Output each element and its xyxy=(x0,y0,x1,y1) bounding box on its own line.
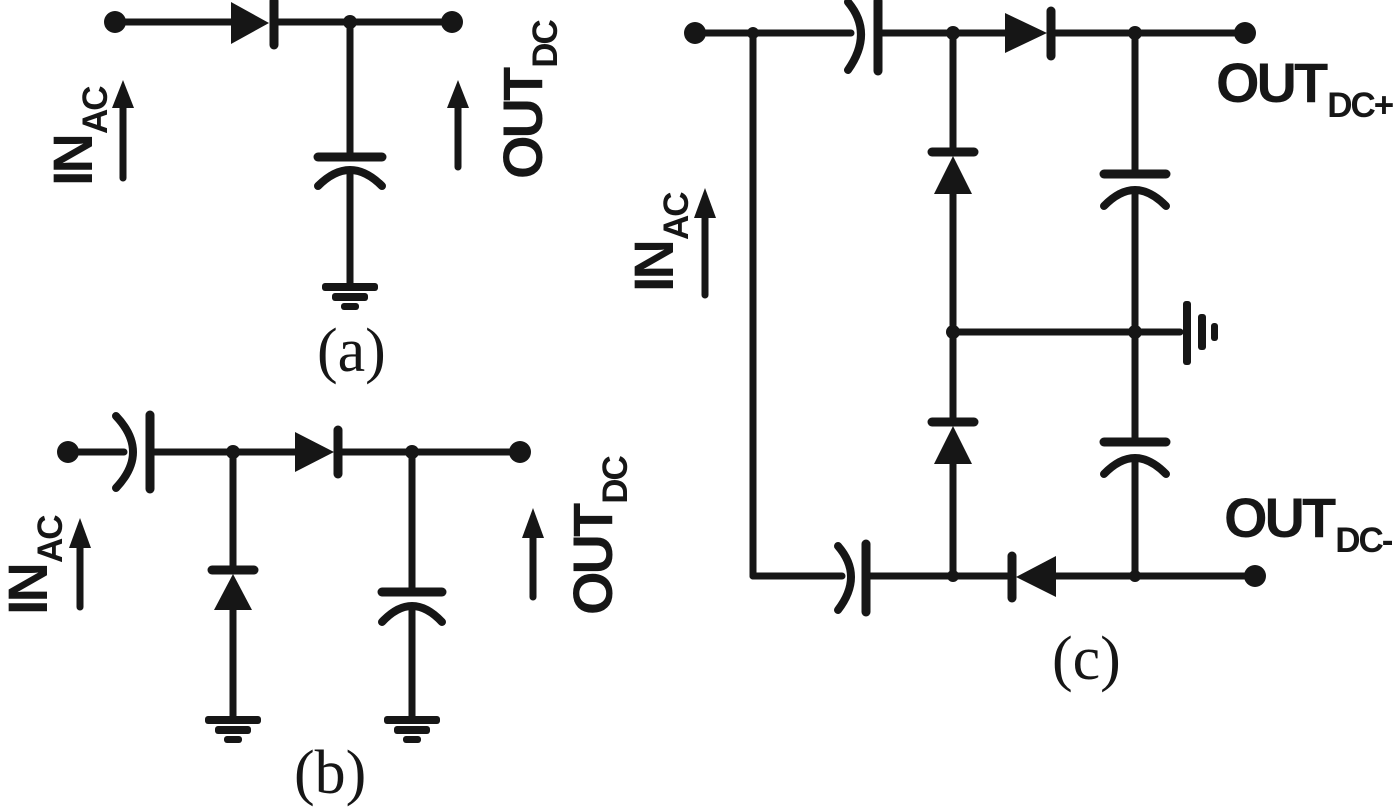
output-positive-label-c: OUTDC+ xyxy=(1216,55,1394,124)
output-positive-sub: DC+ xyxy=(1327,86,1394,125)
circuit-b xyxy=(57,410,544,743)
input-arrow-icon xyxy=(112,80,134,182)
output-arrow-icon xyxy=(522,508,544,601)
output-arrow-icon xyxy=(447,80,469,171)
input-label-c-sub: AC xyxy=(657,193,696,240)
terminal-dot xyxy=(441,11,463,33)
terminal-dot xyxy=(1234,22,1256,44)
output-negative-label-c: OUTDC- xyxy=(1224,490,1393,559)
terminal-dot xyxy=(1244,565,1266,587)
circuit-c xyxy=(684,0,1266,617)
output-label-b-sub: DC xyxy=(596,457,635,504)
ground-icon xyxy=(1183,301,1218,365)
input-arrow-icon xyxy=(694,188,716,299)
input-label-a-main: IN xyxy=(41,136,104,186)
ground-icon xyxy=(384,716,440,743)
input-label-b-main: IN xyxy=(0,565,59,615)
caption-b: (b) xyxy=(294,739,367,807)
input-label-b: INAC xyxy=(0,516,70,615)
terminal-dot xyxy=(104,11,126,33)
output-label-b: OUTDC xyxy=(561,457,635,615)
input-label-c-main: IN xyxy=(622,242,685,292)
capacitor-curved-plate xyxy=(844,0,865,74)
input-label-c: INAC xyxy=(622,193,696,292)
diode-icon xyxy=(214,574,252,610)
junction-dot xyxy=(947,570,959,582)
input-arrow-icon xyxy=(69,518,91,611)
junction-dot xyxy=(1129,570,1141,582)
circuit-a xyxy=(104,0,469,310)
diode-icon xyxy=(1016,556,1056,597)
input-label-a-sub: AC xyxy=(76,87,115,134)
output-negative-sub: DC- xyxy=(1335,521,1393,560)
diode-icon xyxy=(231,2,269,44)
input-label-a: INAC xyxy=(41,87,115,186)
input-label-b-sub: AC xyxy=(31,516,70,563)
diode-icon xyxy=(934,156,972,194)
junction-dot xyxy=(1128,325,1142,339)
ground-icon xyxy=(322,283,378,310)
output-positive-main: OUT xyxy=(1216,51,1328,114)
output-label-a-main: OUT xyxy=(491,69,554,179)
output-label-a: OUTDC xyxy=(491,21,565,179)
capacitor-curved-plate xyxy=(112,412,137,492)
diode-icon xyxy=(934,426,972,464)
caption-a: (a) xyxy=(317,317,386,385)
capacitor-curved-plate xyxy=(834,542,855,614)
terminal-dot xyxy=(509,441,531,463)
diode-icon xyxy=(295,432,334,472)
caption-c: (c) xyxy=(1052,625,1121,693)
ground-icon xyxy=(205,716,261,743)
output-label-b-main: OUT xyxy=(561,505,624,615)
diode-icon xyxy=(1005,13,1047,53)
output-negative-main: OUT xyxy=(1224,486,1336,549)
output-label-a-sub: DC xyxy=(526,21,565,68)
